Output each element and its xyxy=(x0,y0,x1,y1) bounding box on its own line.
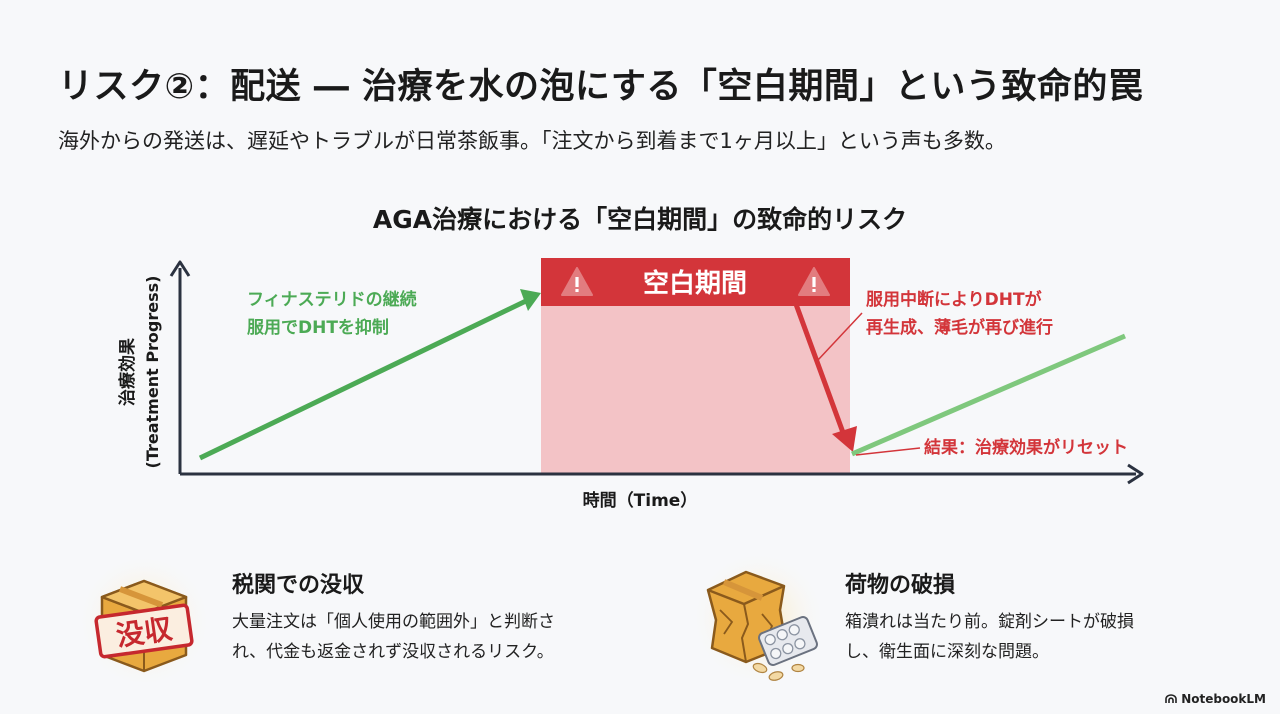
y-axis-arrowhead xyxy=(169,260,191,277)
gap-period-label: 空白期間 xyxy=(643,268,747,299)
damage-card-title: 荷物の破損 xyxy=(845,573,956,598)
x-axis-arrowhead xyxy=(1127,463,1144,485)
damage-card-body-line-2: し、衛生面に深刻な問題。 xyxy=(845,642,1049,662)
treatment-progress-arrowhead xyxy=(520,289,541,311)
customs-card-body-line-2: れ、代金も返金されず没収されるリスク。 xyxy=(232,642,554,662)
brand-watermark: NotebookLM xyxy=(1165,692,1266,706)
y-axis-sublabel: (Treatment Progress) xyxy=(143,276,162,469)
y-axis-label: 治療効果 xyxy=(117,338,138,406)
customs-card-body: 大量注文は「個人使用の範囲外」と判断さ れ、代金も返金されず没収されるリスク。 xyxy=(232,607,652,667)
green-note-line-1: フィナステリドの継続 xyxy=(247,289,417,310)
confiscated-stamp-text: 没収 xyxy=(114,612,175,653)
result-note: 結果：治療効果がリセット xyxy=(924,437,1128,458)
damage-card-body-line-1: 箱潰れは当たり前。錠剤シートが破損 xyxy=(845,612,1134,632)
damage-card-body: 箱潰れは当たり前。錠剤シートが破損 し、衛生面に深刻な問題。 xyxy=(845,607,1245,667)
red-note-pointer xyxy=(817,312,863,361)
treatment-restart-line xyxy=(851,333,1126,457)
brand-name: NotebookLM xyxy=(1181,692,1266,706)
warning-triangle-icon xyxy=(798,267,830,296)
damaged-box-pills-icon xyxy=(690,550,826,686)
treatment-progress-arrow xyxy=(198,297,530,461)
confiscated-box-icon: 没収 xyxy=(76,553,212,688)
red-note-line-1: 服用中断によりDHTが xyxy=(866,289,1042,310)
page-title: リスク②：配送 ― 治療を水の泡にする「空白期間」という致命的罠 xyxy=(58,67,1144,107)
page-subtitle: 海外からの発送は、遅延やトラブルが日常茶飯事。「注文から到着まで1ヶ月以上」とい… xyxy=(58,129,1006,153)
result-note-pointer xyxy=(855,447,921,456)
x-axis-label: 時間（Time） xyxy=(583,490,698,511)
customs-card-title: 税関での没収 xyxy=(232,573,365,598)
decline-arrow xyxy=(790,295,848,439)
red-note-line-2: 再生成、薄毛が再び進行 xyxy=(866,317,1053,338)
diagram-title: AGA治療における「空白期間」の致命的リスク xyxy=(372,205,908,234)
customs-card-body-line-1: 大量注文は「個人使用の範囲外」と判断さ xyxy=(232,612,555,632)
gap-period-header xyxy=(541,258,850,306)
decline-arrowhead xyxy=(832,426,857,452)
green-note-line-2: 服用でDHTを抑制 xyxy=(247,317,389,338)
warning-triangle-icon xyxy=(561,267,593,296)
notebooklm-logo-icon xyxy=(1165,694,1177,703)
